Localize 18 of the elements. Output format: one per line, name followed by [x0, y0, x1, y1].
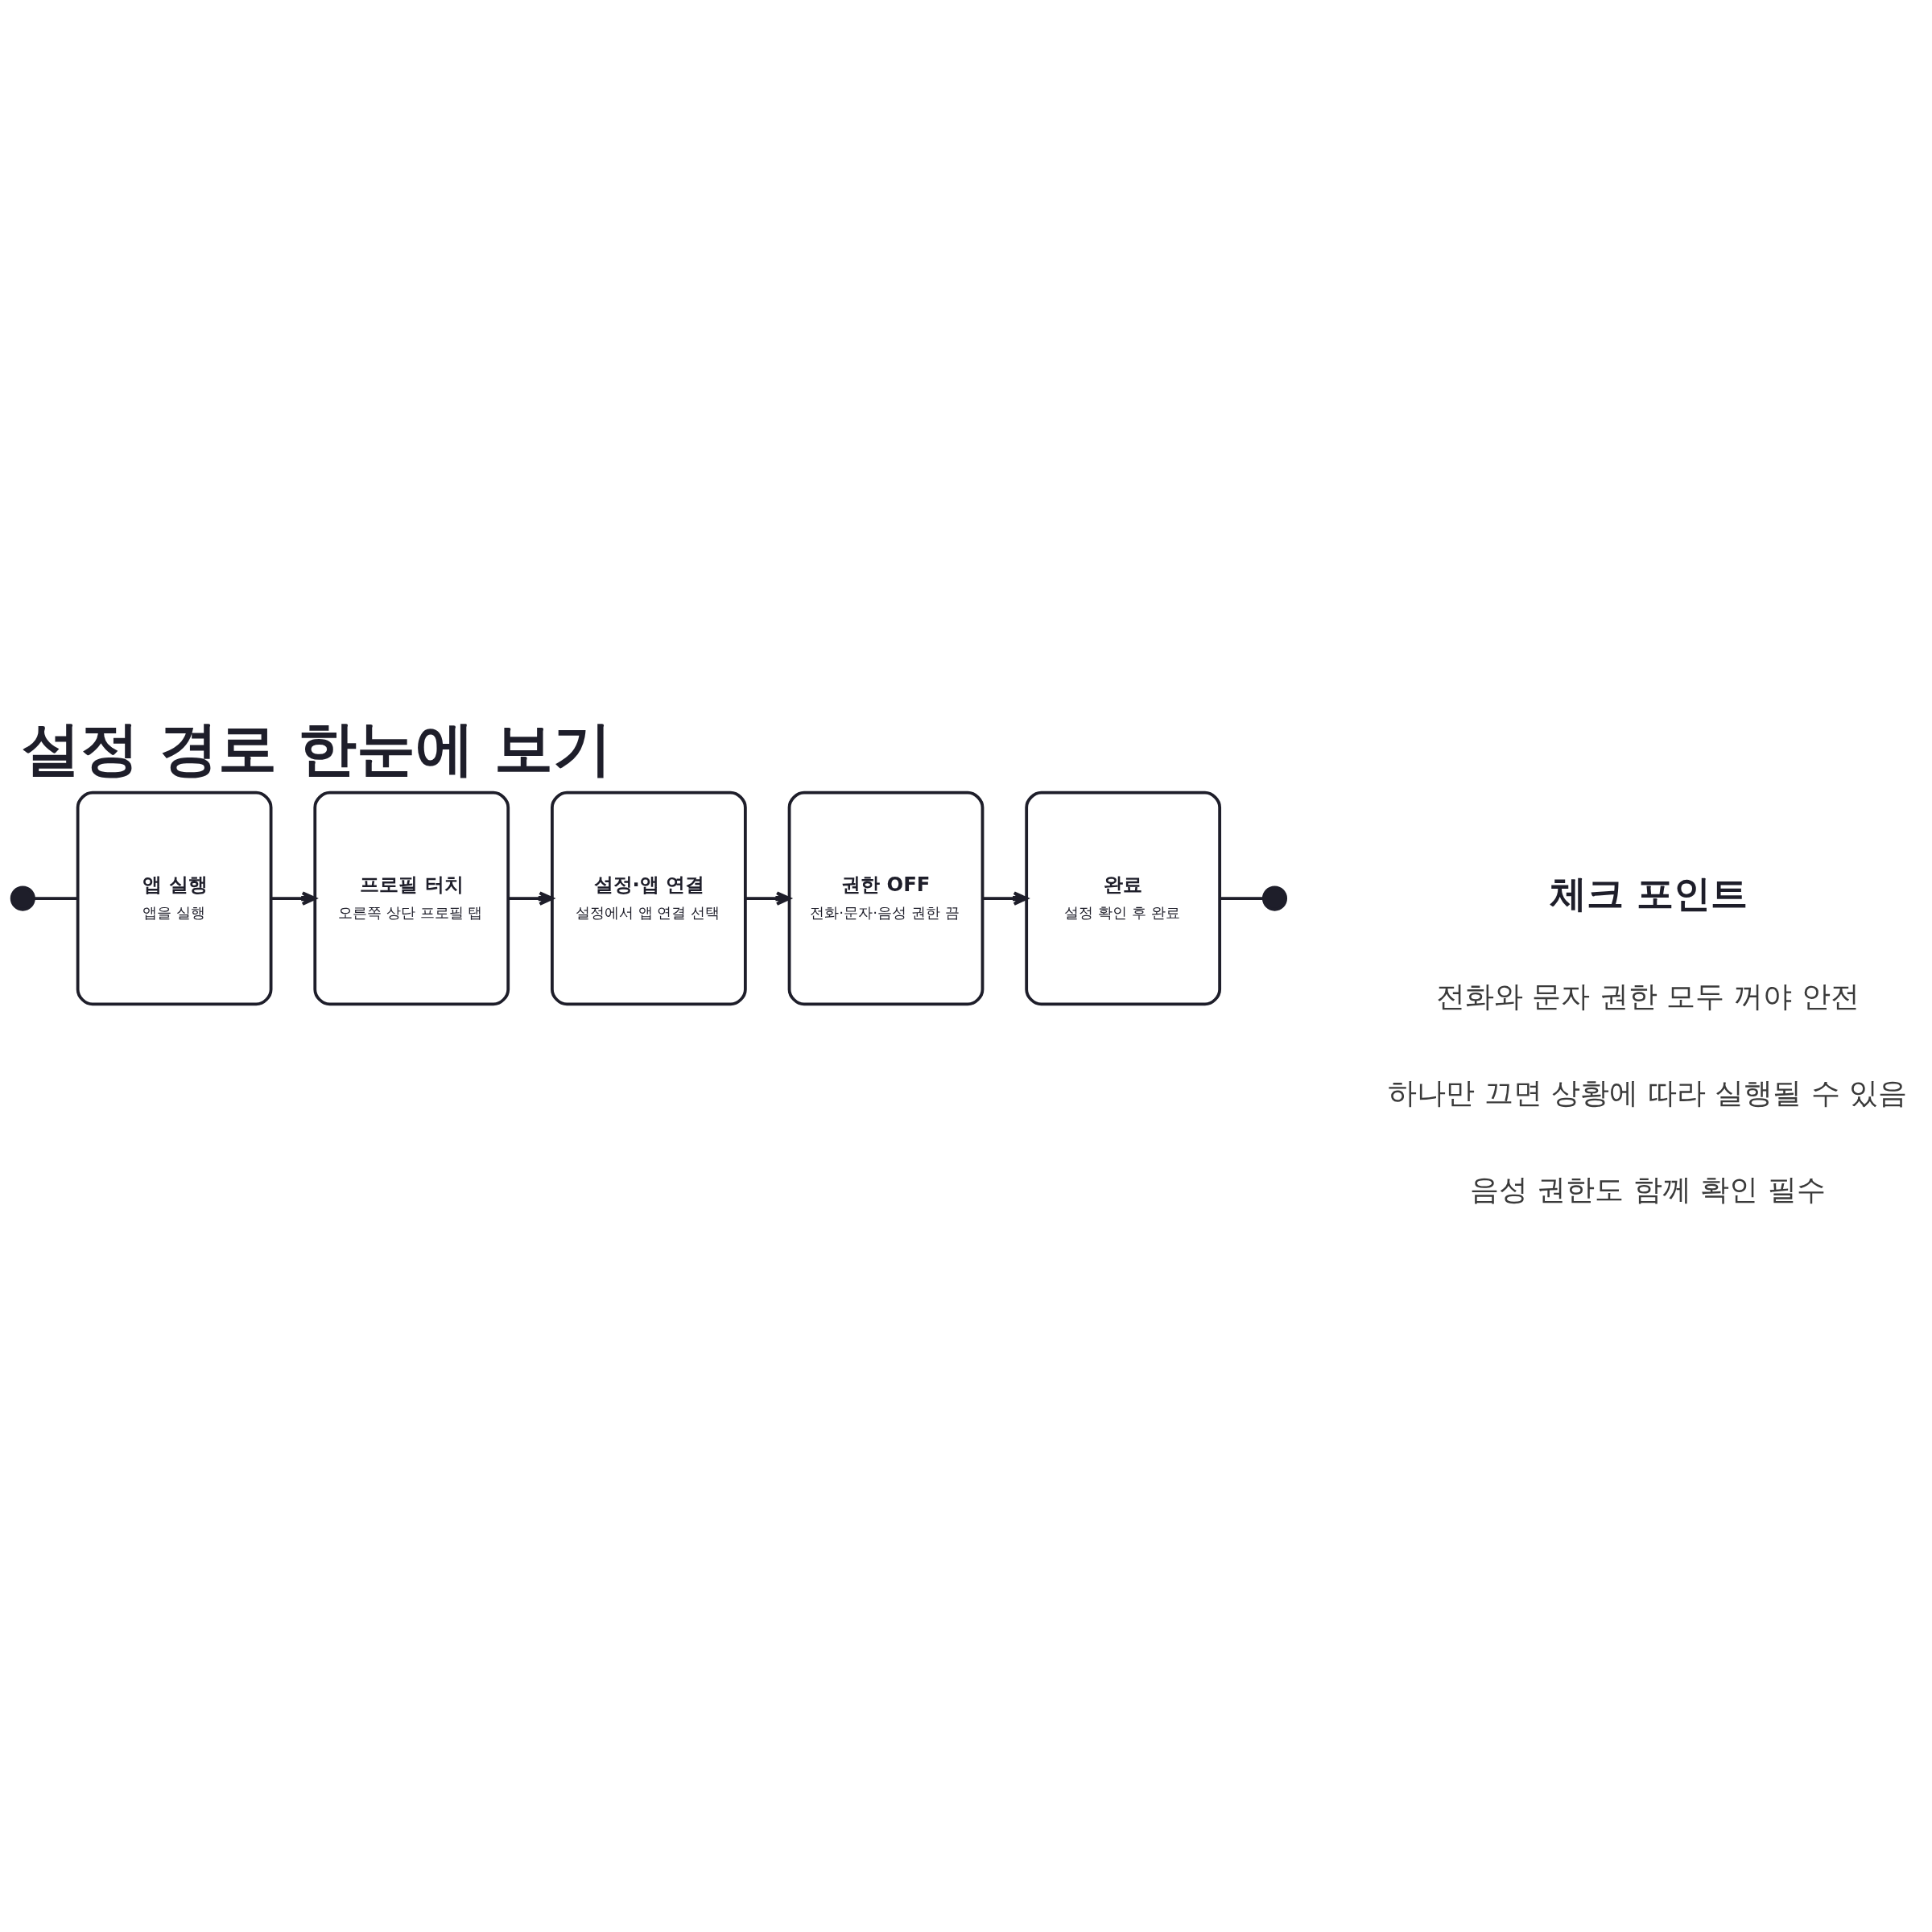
arrow — [508, 891, 554, 906]
connector — [1220, 897, 1264, 900]
connector — [33, 897, 78, 900]
label: 음성 권한도 함께 확인 필수 — [1469, 1172, 1826, 1207]
label: 하나만 끄면 상황에 따라 실행될 수 있음 — [1387, 1075, 1908, 1111]
node-box: 앱 실행 앱을 실행 — [76, 791, 273, 1006]
node-box: 완료 설정 확인 후 완료 — [1025, 791, 1222, 1006]
node-box: 권한 OFF 전화·문자·음성 권한 끔 — [787, 791, 985, 1006]
label: 전화와 문자 권한 모두 꺼야 안전 — [1435, 979, 1860, 1014]
label: 체크 포인트 — [1550, 872, 1748, 915]
node-circle — [10, 886, 35, 911]
node-box: 프로필 터치 오른쪽 상단 프로필 탭 — [313, 791, 510, 1006]
node-circle — [1261, 886, 1288, 911]
node-box: 설정·앱 연결 설정에서 앱 연결 선택 — [551, 791, 747, 1006]
arrow — [745, 891, 791, 906]
arrow — [982, 891, 1029, 906]
diagram-title: 설정 경로 한눈에 보기 — [21, 713, 612, 782]
arrow — [270, 891, 317, 906]
